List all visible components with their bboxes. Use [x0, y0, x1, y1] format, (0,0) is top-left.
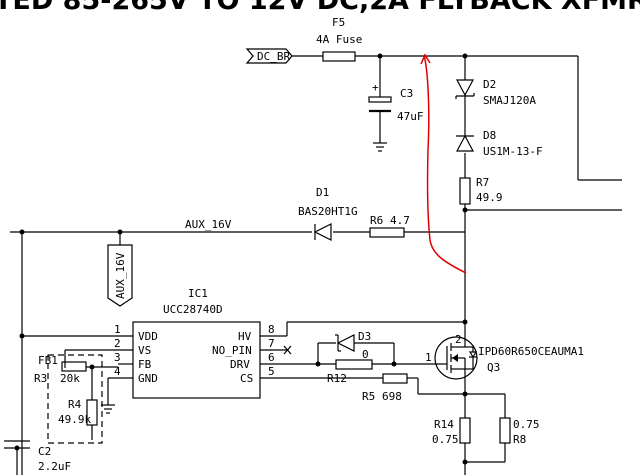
- svg-text:0.75: 0.75: [513, 418, 540, 431]
- svg-text:1: 1: [425, 351, 432, 364]
- diode-d2: D2 SMAJ120A: [455, 78, 536, 107]
- svg-text:GND: GND: [138, 372, 158, 385]
- ic1-controller: IC1 UCC28740D 1 VDD 2 VS 3 FB 4 GND 8 HV…: [114, 287, 292, 399]
- svg-text:49.9k: 49.9k: [58, 413, 91, 426]
- svg-text:49.9: 49.9: [476, 191, 503, 204]
- svg-text:R7: R7: [476, 176, 489, 189]
- svg-text:DRV: DRV: [230, 358, 250, 371]
- mosfet-q3: 1 2 IPD60R650CEAUMA1 Q3: [425, 333, 584, 382]
- svg-text:1: 1: [114, 323, 121, 336]
- dashed-outline-fb1: [47, 354, 103, 444]
- svg-text:R5: R5: [362, 390, 375, 403]
- svg-text:F5: F5: [332, 16, 345, 29]
- resistor-r8: 0.75 R8: [499, 417, 540, 446]
- svg-text:DC_BR: DC_BR: [257, 50, 290, 63]
- svg-text:4A Fuse: 4A Fuse: [316, 33, 362, 46]
- svg-text:D2: D2: [483, 78, 496, 91]
- svg-text:VDD: VDD: [138, 330, 158, 343]
- capacitor-c2: C2 2.2uF: [38, 445, 71, 473]
- svg-text:20k: 20k: [60, 372, 80, 385]
- svg-text:D1: D1: [316, 186, 329, 199]
- svg-text:Q3: Q3: [487, 361, 500, 374]
- svg-text:3: 3: [114, 351, 121, 364]
- capacitor-c3: + C3 47uF: [368, 81, 424, 123]
- svg-text:BAS20HT1G: BAS20HT1G: [298, 205, 358, 218]
- svg-text:R4: R4: [68, 398, 82, 411]
- svg-text:2.2uF: 2.2uF: [38, 460, 71, 473]
- svg-text:R8: R8: [513, 433, 526, 446]
- junctions: [14, 53, 468, 465]
- svg-text:FB1: FB1: [38, 354, 58, 367]
- svg-text:HV: HV: [238, 330, 252, 343]
- svg-text:UCC28740D: UCC28740D: [163, 303, 223, 316]
- svg-text:8: 8: [268, 323, 275, 336]
- svg-text:C3: C3: [400, 87, 413, 100]
- svg-text:US1M-13-F: US1M-13-F: [483, 145, 543, 158]
- svg-text:C2: C2: [38, 445, 51, 458]
- svg-text:5: 5: [268, 365, 275, 378]
- svg-text:D3: D3: [358, 330, 371, 343]
- fuse-f5: F5 4A Fuse: [316, 16, 362, 62]
- svg-text:IC1: IC1: [188, 287, 208, 300]
- diode-d8: D8 US1M-13-F: [456, 129, 543, 158]
- resistor-r4: R4 49.9k: [58, 398, 98, 426]
- resistor-r5: R5 698: [362, 373, 408, 403]
- svg-text:+: +: [372, 81, 379, 94]
- svg-text:R3: R3: [34, 372, 47, 385]
- aux-16v-port: AUX_16V: [107, 244, 133, 307]
- svg-text:VS: VS: [138, 344, 151, 357]
- svg-text:4.7: 4.7: [390, 214, 410, 227]
- svg-text:6: 6: [268, 351, 275, 364]
- red-annotation-arrowhead: [420, 53, 431, 65]
- red-annotation-stroke: [423, 54, 467, 274]
- svg-text:R12: R12: [327, 372, 347, 385]
- diode-d3: D3 0: [335, 330, 371, 361]
- svg-text:698: 698: [382, 390, 402, 403]
- wires: [4, 55, 622, 475]
- svg-text:D8: D8: [483, 129, 496, 142]
- svg-text:IPD60R650CEAUMA1: IPD60R650CEAUMA1: [478, 345, 584, 358]
- diode-d1: D1 BAS20HT1G: [298, 186, 358, 241]
- svg-text:2: 2: [114, 337, 121, 350]
- svg-text:CS: CS: [240, 372, 253, 385]
- svg-text:4: 4: [114, 365, 121, 378]
- svg-text:7: 7: [268, 337, 275, 350]
- svg-text:R6: R6: [370, 214, 383, 227]
- resistor-r7: R7 49.9: [459, 176, 503, 205]
- aux-16v-net-label: AUX_16V: [185, 218, 232, 231]
- svg-text:SMAJ120A: SMAJ120A: [483, 94, 536, 107]
- resistor-r12: R12: [327, 359, 373, 385]
- svg-text:0: 0: [362, 348, 369, 361]
- svg-text:FB: FB: [138, 358, 152, 371]
- resistor-r3: FB1 R3 20k: [34, 354, 87, 385]
- svg-text:NO_PIN: NO_PIN: [212, 344, 252, 357]
- svg-text:AUX_16V: AUX_16V: [114, 252, 127, 299]
- svg-text:0.75: 0.75: [432, 433, 459, 446]
- svg-text:R14: R14: [434, 418, 454, 431]
- schematic-title: TED 85-265V TO 12V DC,2A FLYBACK XFMR: [0, 0, 640, 16]
- dc-br-net-port: DC_BR: [245, 48, 293, 64]
- svg-text:47uF: 47uF: [397, 110, 424, 123]
- svg-text:2: 2: [455, 333, 462, 346]
- resistor-r6: R6 4.7: [369, 214, 410, 238]
- resistor-r14: R14 0.75: [432, 417, 471, 446]
